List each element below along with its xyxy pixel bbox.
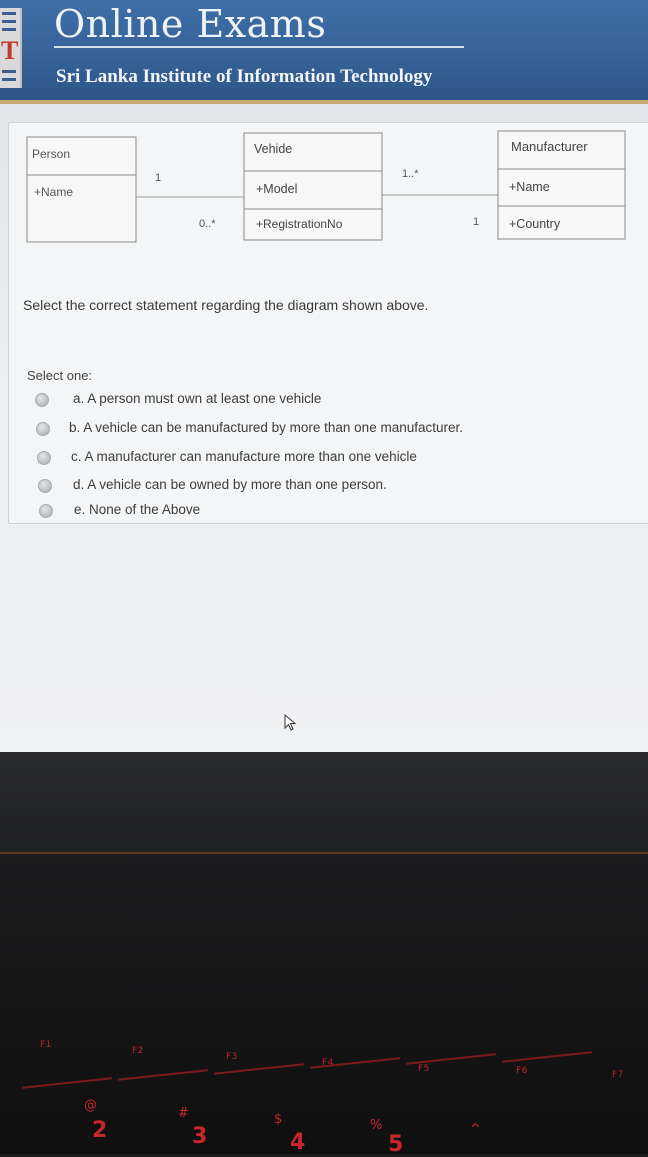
key-edge [22, 1077, 112, 1089]
key-edge [502, 1051, 592, 1063]
key-f6: F6 [516, 1066, 528, 1076]
option-a-label: a. A person must own at least one vehicl… [73, 391, 322, 406]
option-a-radio[interactable] [35, 393, 49, 407]
logo-stripe [2, 12, 16, 15]
option-d-radio[interactable] [38, 479, 52, 493]
multiplicity-person: 1 [155, 172, 161, 184]
option-b-radio[interactable] [36, 422, 50, 436]
site-header: T Online Exams Sri Lanka Institute of In… [0, 0, 648, 100]
logo-stripe [2, 28, 16, 31]
class-vehicle-name: Vehide [254, 142, 292, 156]
select-one-label: Select one: [27, 368, 93, 383]
key-caret-symbol: ^ [470, 1122, 481, 1137]
key-at-symbol: @ [84, 1098, 97, 1113]
class-vehicle: Vehide +Model +RegistrationNo [243, 132, 383, 241]
uml-class-diagram: Person +Name Vehide +Model +Registration… [26, 130, 626, 243]
logo-stripe [2, 78, 16, 81]
institute-logo: T [0, 8, 22, 88]
option-b-label: b. A vehicle can be manufactured by more… [69, 420, 463, 435]
option-c-radio[interactable] [37, 451, 51, 465]
option-c-label: c. A manufacturer can manufacture more t… [71, 449, 417, 464]
key-f2: F2 [132, 1046, 144, 1056]
key-5: 5 [388, 1132, 404, 1157]
key-f7: F7 [612, 1070, 624, 1080]
class-vehicle-attr-model: +Model [256, 182, 297, 196]
option-d-label: d. A vehicle can be owned by more than o… [73, 477, 387, 492]
class-manufacturer: Manufacturer +Name +Country [497, 130, 626, 240]
question-card: Person +Name Vehide +Model +Registration… [8, 122, 648, 524]
logo-letter: T [1, 36, 19, 65]
class-manufacturer-attr-country: +Country [509, 217, 561, 231]
class-person-name: Person [32, 147, 70, 161]
class-manufacturer-name: Manufacturer [511, 139, 588, 154]
key-f3: F3 [226, 1052, 238, 1062]
class-vehicle-attr-registration: +RegistrationNo [256, 217, 343, 231]
option-e-radio[interactable] [39, 504, 53, 518]
key-f4: F4 [322, 1058, 334, 1068]
key-2: 2 [92, 1118, 108, 1143]
class-person-attr-name: +Name [34, 185, 73, 199]
key-f1: F1 [40, 1040, 52, 1050]
option-e-label: e. None of the Above [74, 502, 201, 517]
key-dollar-symbol: $ [274, 1112, 283, 1127]
class-manufacturer-attr-name: +Name [509, 180, 550, 194]
quiz-page: Person +Name Vehide +Model +Registration… [0, 100, 648, 756]
site-title: Online Exams [54, 2, 327, 46]
key-3: 3 [192, 1124, 208, 1149]
institute-name: Sri Lanka Institute of Information Techn… [56, 66, 433, 87]
question-prompt: Select the correct statement regarding t… [23, 297, 429, 313]
class-person: Person +Name [26, 136, 137, 243]
multiplicity-vehicle-person: 0..* [199, 218, 216, 230]
key-f5: F5 [418, 1064, 430, 1074]
mouse-cursor-icon [284, 714, 297, 731]
multiplicity-vehicle-manufacturer: 1..* [402, 168, 419, 180]
laptop-bezel [0, 752, 648, 852]
keyboard: F1 F2 F3 F4 F5 F6 F7 @ # $ % ^ 2 3 4 5 [0, 852, 648, 1157]
key-percent-symbol: % [370, 1118, 383, 1133]
logo-stripe [2, 70, 16, 73]
key-edge [118, 1069, 208, 1081]
key-4: 4 [290, 1130, 306, 1155]
key-edge [214, 1063, 304, 1075]
key-hash-symbol: # [178, 1106, 189, 1121]
logo-stripe [2, 20, 16, 23]
header-divider [54, 46, 464, 48]
key-edge [406, 1053, 496, 1065]
multiplicity-manufacturer: 1 [473, 216, 479, 228]
